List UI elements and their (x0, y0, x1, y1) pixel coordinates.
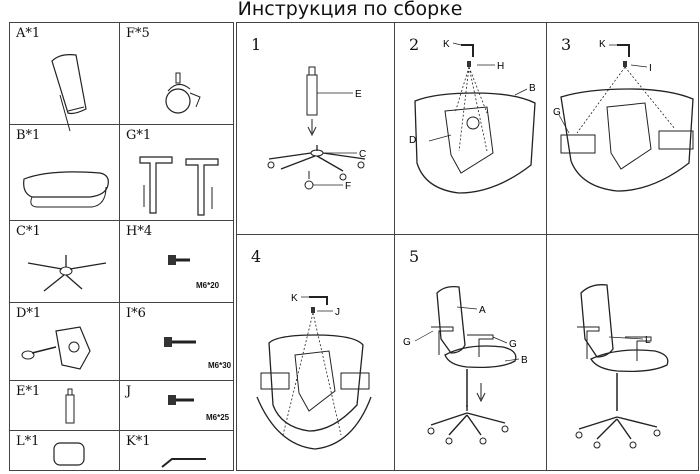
step-5-panel: 5 A G G B (395, 235, 547, 471)
part-label: J (126, 384, 132, 399)
step-4-panel: 4 K J (237, 235, 395, 471)
cover-drawing (53, 442, 85, 466)
callout: K (599, 39, 606, 50)
parts-list: A*1 F*5 B*1 G*1 C*1 (9, 22, 234, 471)
bolt-j-drawing (168, 395, 194, 405)
part-label: H*4 (126, 224, 153, 239)
bolt-size: M6*20 (196, 281, 220, 290)
part-label: K*1 (126, 434, 151, 449)
callout: F (345, 181, 351, 192)
callout: B (521, 355, 528, 366)
step-number: 1 (251, 35, 262, 54)
step-2-diagram: K H B D (409, 39, 536, 194)
part-f-cell: F*5 (119, 23, 233, 125)
armrests-drawing (139, 156, 219, 216)
callout: G (403, 337, 411, 348)
step-1-diagram: E C F (267, 66, 366, 192)
step-4-diagram: K J (256, 293, 372, 450)
callout: I (649, 63, 652, 74)
step-5-diagram: A G G B (403, 285, 528, 445)
part-label: G*1 (126, 128, 152, 143)
callout: E (355, 89, 362, 100)
callout: C (359, 149, 366, 160)
backrest-drawing (51, 54, 87, 132)
step-2-panel: 2 K H B D (395, 23, 547, 235)
page-title: Инструкция по сборке (237, 0, 463, 20)
part-label: E*1 (16, 384, 41, 399)
hex-key-drawing (161, 458, 206, 468)
part-label: B*1 (16, 128, 41, 143)
part-label: L*1 (16, 434, 40, 449)
part-label: I*6 (126, 306, 146, 321)
part-g-cell: G*1 (119, 125, 233, 221)
part-b-cell: B*1 (9, 125, 119, 221)
part-h-cell: H*4 M6*20 (119, 221, 233, 303)
bolt-h-drawing (168, 255, 190, 265)
callout: G (509, 339, 517, 350)
bolt-size: M6*25 (206, 413, 230, 422)
callout: B (529, 83, 536, 94)
part-i-cell: I*6 M6*30 (119, 303, 233, 381)
callout: J (335, 307, 340, 318)
part-label: A*1 (16, 26, 41, 41)
step-number: 3 (561, 35, 572, 54)
part-label: C*1 (16, 224, 41, 239)
callout: K (291, 293, 298, 304)
seat-drawing (23, 171, 109, 208)
part-a-cell: A*1 (9, 23, 119, 132)
gas-lift-drawing (65, 388, 75, 424)
bolt-i-drawing (164, 337, 196, 347)
step-number: 4 (251, 247, 262, 266)
bolt-size: M6*30 (208, 361, 232, 370)
mechanism-drawing (21, 326, 91, 370)
callout: L (645, 335, 651, 346)
part-l-cell: L*1 (9, 431, 119, 471)
assembly-steps: 1 E C F 2 (236, 22, 699, 471)
callout: G (553, 107, 561, 118)
part-label: D*1 (16, 306, 42, 321)
part-j-cell: J M6*25 (119, 381, 233, 431)
part-label: F*5 (126, 26, 150, 41)
step-number: 2 (409, 35, 420, 54)
part-k-cell: K*1 (119, 431, 233, 471)
part-e-cell: E*1 (9, 381, 119, 431)
callout: D (409, 135, 416, 146)
callout: A (479, 305, 486, 316)
step-3-diagram: K I G (553, 39, 694, 192)
step-3-panel: 3 K I G (547, 23, 699, 235)
caster-drawing (165, 72, 201, 114)
step-6-diagram: L (575, 284, 669, 449)
base-drawing (27, 255, 107, 292)
step-6-panel: L (547, 235, 699, 471)
step-1-panel: 1 E C F (237, 23, 395, 235)
step-number: 5 (409, 247, 420, 266)
callout: H (497, 61, 504, 72)
part-c-cell: C*1 (9, 221, 119, 303)
callout: K (443, 39, 450, 50)
part-d-cell: D*1 (9, 303, 119, 381)
